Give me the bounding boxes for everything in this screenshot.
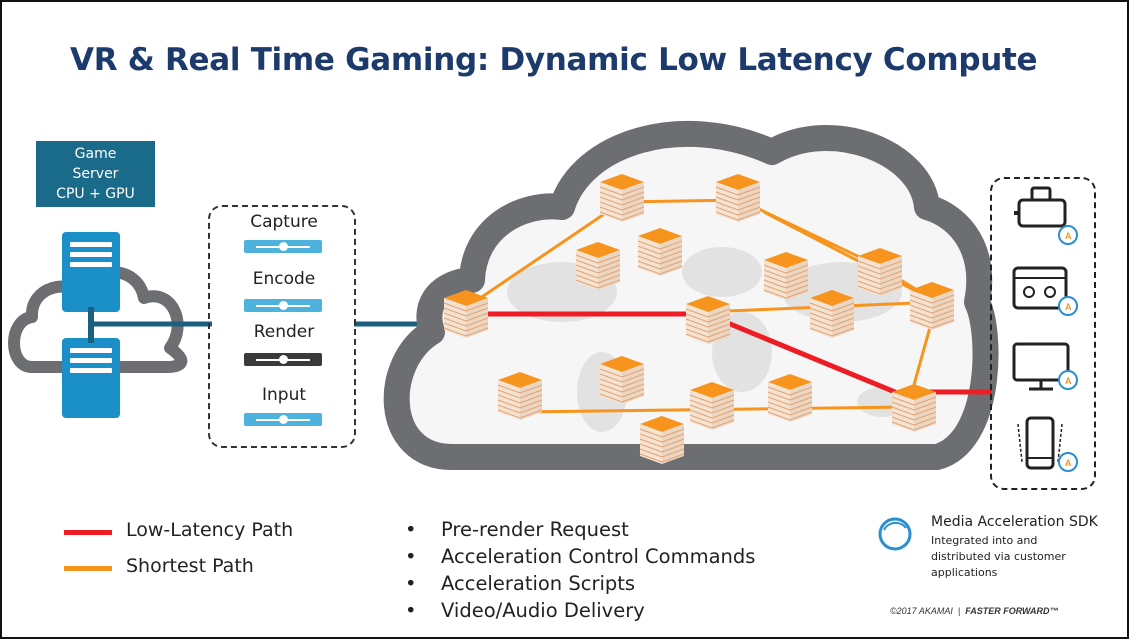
page-title: VR & Real Time Gaming: Dynamic Low Laten… (70, 42, 1038, 78)
step-capture-label: Capture (250, 212, 318, 232)
step-input-label: Input (261, 385, 307, 405)
footer: ©2017 AKAMAI | FASTER FORWARD™ (890, 606, 1059, 616)
render-pipeline: Capture Encode Render Input (208, 205, 356, 448)
footer-tagline: FASTER FORWARD™ (965, 606, 1059, 616)
monitor-icon (1012, 342, 1070, 391)
step-encode-bar (244, 299, 322, 312)
sdk-title: Media Acceleration SDK (931, 514, 1098, 530)
list-item: •Acceleration Control Commands (405, 545, 756, 568)
svg-text:A: A (1065, 458, 1072, 468)
game-server-line2: Server (72, 166, 119, 182)
step-capture-bar (244, 240, 322, 253)
step-render-label: Render (253, 322, 315, 342)
step-render-bar (244, 353, 322, 366)
game-server-line3: CPU + GPU (56, 186, 135, 202)
footer-separator: | (957, 606, 961, 616)
game-server-box: Game Server CPU + GPU (36, 141, 155, 207)
list-item: •Pre-render Request (405, 518, 629, 541)
game-server-line1: Game (74, 146, 117, 162)
server-icon (62, 232, 120, 418)
vr-headset-icon (1014, 186, 1067, 228)
svg-text:A: A (1065, 302, 1072, 312)
legend-swatch-orange (64, 566, 112, 571)
footer-copyright: ©2017 AKAMAI (890, 606, 953, 616)
step-input-bar (244, 413, 322, 426)
client-devices (990, 177, 1096, 490)
sdk-description: Integrated into and distributed via cust… (931, 534, 1066, 579)
legend-swatch-red (64, 530, 112, 535)
svg-text:A: A (1065, 376, 1072, 386)
svg-text:A: A (1065, 231, 1072, 241)
list-item: •Video/Audio Delivery (405, 599, 645, 622)
sdk-badge-icons: A A A A (1058, 225, 1078, 472)
smartphone-icon (1017, 416, 1063, 470)
step-encode-label: Encode (252, 269, 316, 289)
feature-list: •Pre-render Request •Acceleration Contro… (405, 518, 755, 626)
sdk-logo-icon (878, 517, 912, 551)
legend-low-latency-label: Low-Latency Path (126, 519, 294, 541)
legend-shortest-label: Shortest Path (126, 555, 254, 577)
cardboard-viewer-icon (1012, 266, 1068, 310)
list-item: •Acceleration Scripts (405, 572, 636, 595)
